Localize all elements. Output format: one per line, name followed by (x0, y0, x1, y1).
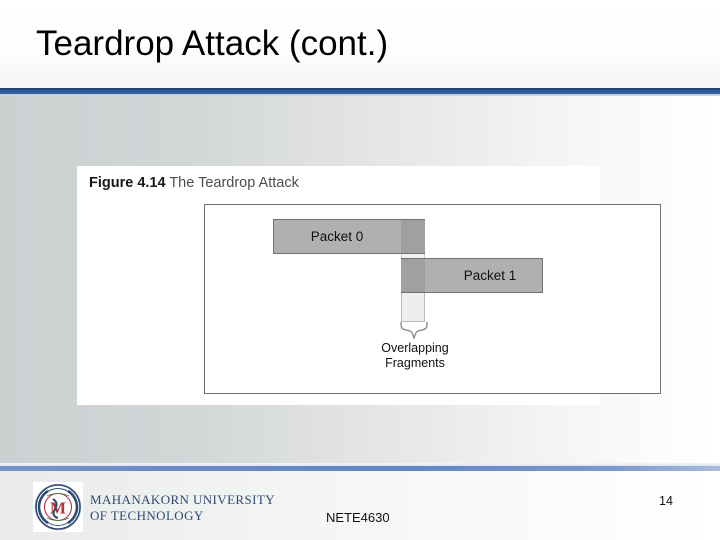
organization-name: MAHANAKORN UNIVERSITY OF TECHNOLOGY (90, 492, 275, 524)
page-title: Teardrop Attack (cont.) (36, 24, 389, 63)
overlap-region-lower (401, 258, 425, 293)
page-number: 14 (659, 494, 673, 508)
course-code-label: NETE4630 (326, 510, 390, 525)
title-divider-shadow (0, 94, 720, 96)
overlapping-fragments-label: Overlapping Fragments (355, 341, 475, 371)
footer-divider-bar (0, 466, 720, 471)
title-divider-bar (0, 88, 720, 94)
university-crest-icon: M (33, 482, 83, 532)
figure-caption: Figure 4.14 The Teardrop Attack (89, 175, 299, 191)
footer-divider-highlight (0, 463, 720, 466)
figure-panel: Figure 4.14 The Teardrop Attack Packet 0… (77, 166, 661, 405)
curly-brace-icon (400, 321, 428, 339)
packet-0-label: Packet 0 (310, 229, 364, 244)
figure-caption-text: The Teardrop Attack (165, 175, 299, 191)
overlap-extent-column (401, 293, 425, 322)
organization-name-line-2: OF TECHNOLOGY (90, 508, 204, 523)
figure-caption-number: Figure 4.14 (89, 175, 166, 191)
title-band: Teardrop Attack (cont.) (0, 0, 720, 88)
overlap-region-upper (401, 219, 425, 254)
svg-text:M: M (50, 499, 66, 518)
packet-0-rect: Packet 0 (273, 219, 425, 254)
overlap-label-line-1: Overlapping (381, 341, 449, 355)
overlap-seam (401, 254, 425, 258)
organization-name-line-1: MAHANAKORN UNIVERSITY (90, 492, 275, 507)
diagram-box: Packet 0 Packet 1 Overlapping Fragments (204, 204, 661, 394)
overlap-label-line-2: Fragments (385, 356, 445, 370)
footer-background (0, 471, 720, 540)
packet-1-label: Packet 1 (463, 268, 517, 283)
